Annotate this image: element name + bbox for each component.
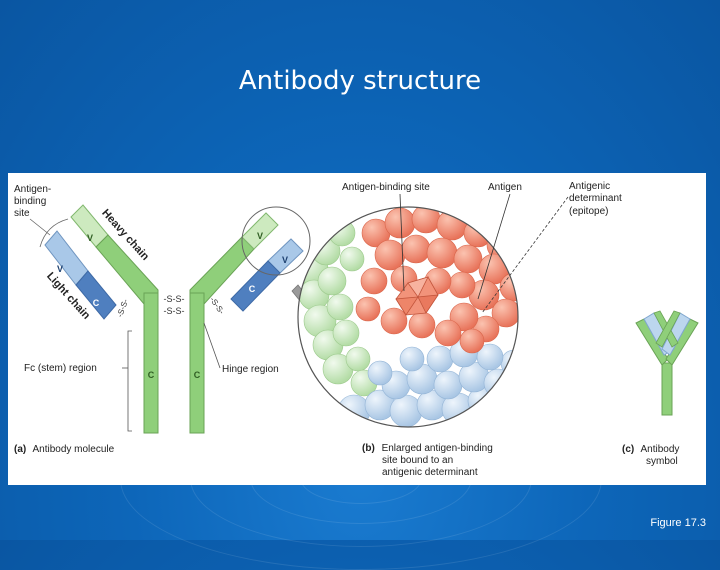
- heavy-chain-right-variable: [241, 212, 279, 250]
- light-chain-left-constant: [75, 270, 117, 320]
- antigen-leader: [477, 193, 511, 300]
- panel-b-caption: (b) Enlarged antigen-binding site bound …: [362, 443, 496, 478]
- antigenic-determinant-label: Antigenic determinant (epitope): [569, 181, 625, 217]
- antigen-binding-site-leader: [399, 193, 405, 292]
- disulfide-bond: -S-S-: [208, 295, 226, 316]
- fc-region-bracket: [127, 330, 132, 432]
- domain-label-c: C: [148, 370, 155, 380]
- binding-site-bracket: [39, 218, 69, 248]
- heavy-chain-stem-left: [143, 292, 159, 434]
- hinge-region-label: Hinge region: [222, 364, 279, 375]
- antigen-binding-site-label-b: Antigen-binding site: [342, 182, 430, 193]
- antibody-molecule: V V C V V C C C -S-S- -S-S- -S-S- -S-S- …: [14, 184, 311, 455]
- disulfide-bond: -S-S-: [164, 306, 185, 316]
- antibody-symbol: (c) Antibody symbol: [622, 310, 699, 467]
- disulfide-bond: -S-S-: [115, 298, 130, 319]
- panel-c-caption: (c) Antibody symbol: [622, 444, 682, 467]
- antigenic-determinant-leader: [481, 196, 569, 314]
- light-chain-right-constant: [230, 260, 281, 312]
- figure-panel: V V C V V C C C -S-S- -S-S- -S-S- -S-S- …: [8, 173, 706, 485]
- enlarged-view-border: [297, 206, 519, 428]
- slide-title: Antibody structure: [238, 66, 482, 96]
- zoom-circle-indicator: [241, 206, 311, 276]
- enlarged-binding-site: Antigen-binding site Antigen Antigenic d…: [297, 181, 625, 478]
- antibody-figure: V V C V V C C C -S-S- -S-S- -S-S- -S-S- …: [14, 181, 699, 478]
- domain-label-v: V: [57, 264, 63, 274]
- fc-region-label: Fc (stem) region: [24, 363, 97, 374]
- disulfide-bond: -S-S-: [164, 294, 185, 304]
- figure-number: Figure 17.3: [650, 517, 706, 529]
- panel-a-caption: (a) Antibody molecule: [14, 444, 115, 455]
- antigenic-determinant: [395, 276, 439, 316]
- domain-label-v: V: [282, 255, 288, 265]
- domain-label-c: C: [93, 298, 100, 308]
- antigen-label: Antigen: [488, 182, 522, 193]
- domain-label-c: C: [194, 370, 201, 380]
- domain-label-v: V: [257, 231, 263, 241]
- binding-site-leader: [29, 218, 51, 236]
- heavy-chain-stem-right: [189, 292, 205, 434]
- antigen-binding-site-label: Antigen- binding site: [14, 184, 54, 219]
- domain-label-c: C: [249, 284, 256, 294]
- domain-label-v: V: [87, 233, 93, 243]
- hinge-region-leader: [203, 322, 221, 369]
